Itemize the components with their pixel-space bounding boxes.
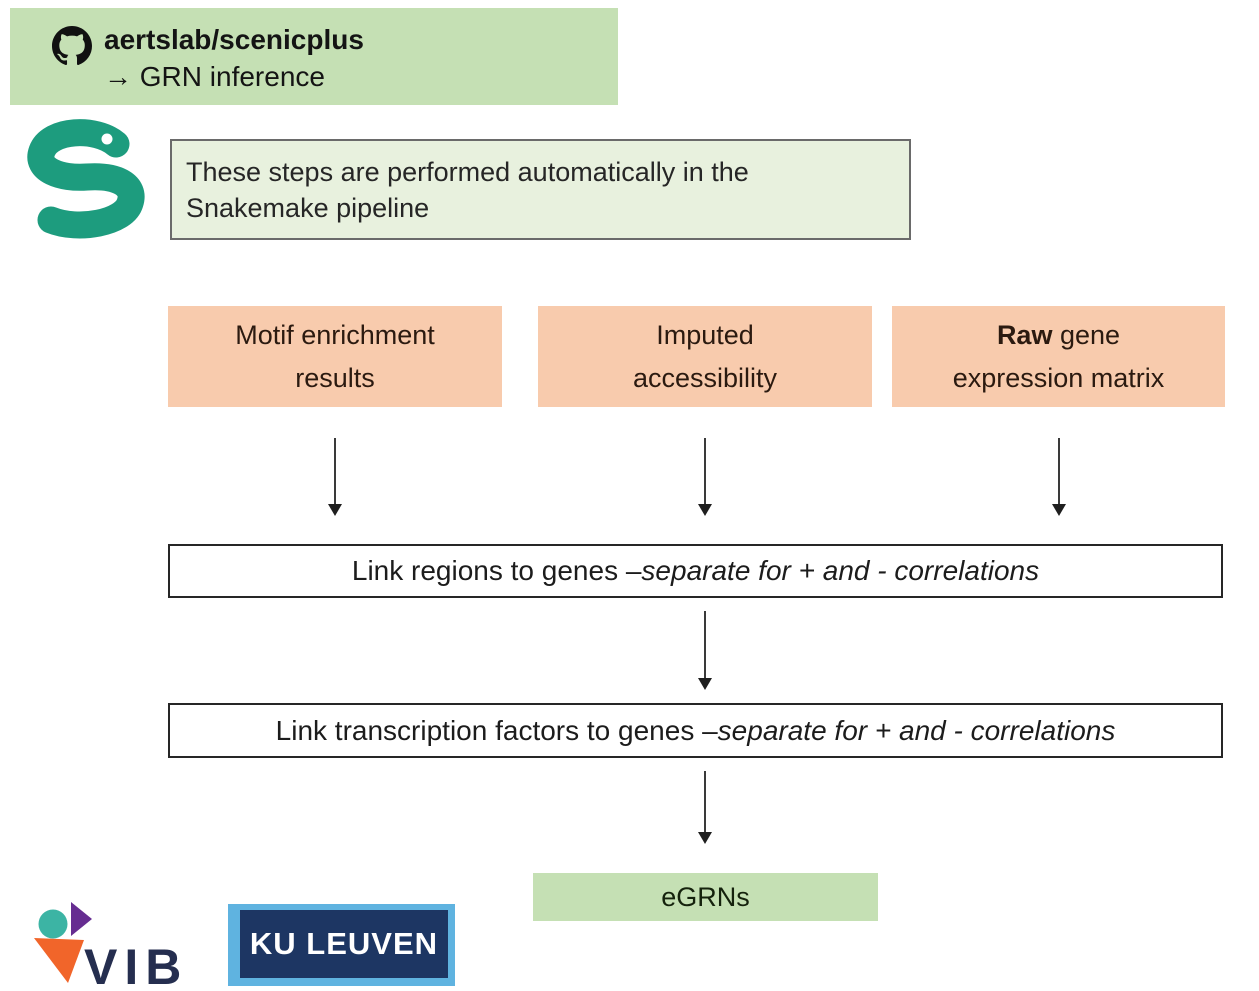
flow-arrow-down <box>698 771 712 844</box>
snakemake-note-text: These steps are performed automatically … <box>186 157 749 223</box>
snakemake-snake-icon <box>27 119 145 239</box>
step-box-link-tfs-to-genes: Link transcription factors to genes – se… <box>168 703 1223 758</box>
kuleuven-logo-inner: KU LEUVEN <box>240 910 448 978</box>
output-box-egrns: eGRNs <box>533 873 878 921</box>
arrow-shaft <box>704 438 706 504</box>
arrow-shaft <box>704 611 706 678</box>
arrow-shaft <box>1058 438 1060 504</box>
arrow-shaft <box>334 438 336 504</box>
input-box-label: Imputed accessibility <box>632 319 778 393</box>
arrow-head <box>1052 504 1066 516</box>
arrow-shaft <box>704 771 706 832</box>
github-repo-badge: aertslab/scenicplus → GRN inference <box>10 8 618 105</box>
arrow-head <box>698 678 712 690</box>
vib-logo-text: VIB <box>84 939 188 990</box>
output-box-label: eGRNs <box>661 881 750 912</box>
kuleuven-logo-text: KU LEUVEN <box>249 926 439 961</box>
kuleuven-logo: KU LEUVEN <box>228 904 455 986</box>
flow-arrow-down <box>698 438 712 516</box>
github-icon <box>52 26 92 66</box>
input-box-motif-enrichment: Motif enrichment results <box>168 306 502 407</box>
github-repo-text: aertslab/scenicplus → GRN inference <box>104 24 364 93</box>
snake-eye <box>101 133 113 145</box>
repo-subtitle: → GRN inference <box>104 61 325 92</box>
arrow-head <box>698 504 712 516</box>
flow-arrow-down <box>698 611 712 690</box>
repo-name: aertslab/scenicplus <box>104 24 364 55</box>
flow-arrow-down <box>1052 438 1066 516</box>
vib-logo-circle <box>38 909 68 939</box>
vib-logo-purple-triangle <box>71 902 92 936</box>
step-text-italic: separate for + and - correlations <box>717 714 1116 746</box>
flow-arrow-down <box>328 438 342 516</box>
arrow-head <box>328 504 342 516</box>
step-box-link-regions-to-genes: Link regions to genes – separate for + a… <box>168 544 1223 598</box>
step-text-plain: Link regions to genes – <box>351 555 642 586</box>
step-text-plain: Link transcription factors to genes – <box>275 714 718 746</box>
vib-logo-orange-triangle <box>34 938 84 983</box>
step-text-italic: separate for + and - correlations <box>641 555 1040 586</box>
arrow-head <box>698 832 712 844</box>
snakemake-note-box: These steps are performed automatically … <box>170 139 911 240</box>
vib-logo: VIB <box>34 902 188 990</box>
input-box-imputed-accessibility: Imputed accessibility <box>538 306 872 407</box>
input-box-label: Motif enrichment results <box>235 319 435 393</box>
